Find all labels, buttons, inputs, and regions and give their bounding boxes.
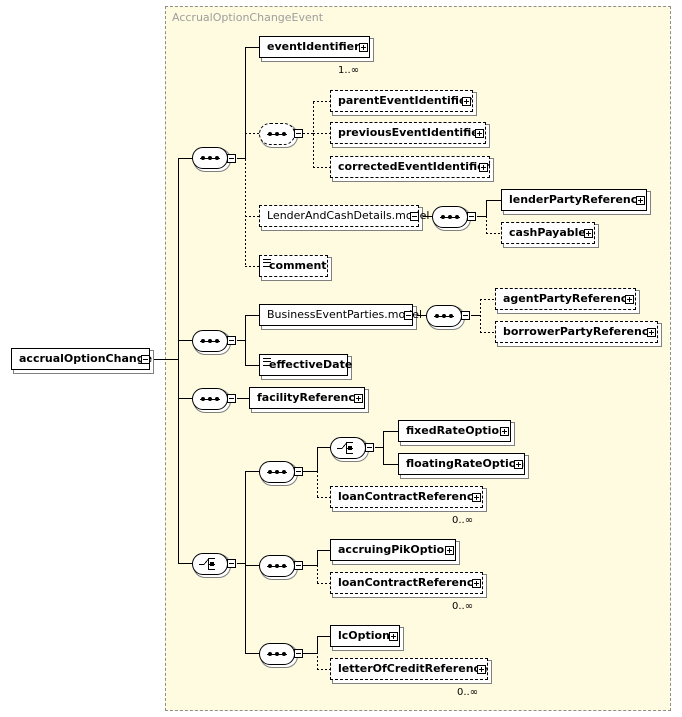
element-label: loanContractReference <box>338 576 481 589</box>
element-accruing-pik-option[interactable]: accruingPikOption <box>330 539 456 561</box>
cardinality-label: 1..∞ <box>338 65 360 76</box>
collapse-icon[interactable] <box>227 559 236 568</box>
element-borrower-party-reference[interactable]: borrowerPartyReference <box>495 321 658 343</box>
element-event-identifier[interactable]: eventIdentifier <box>259 36 373 61</box>
cardinality-label: 0..∞ <box>452 601 474 612</box>
element-label: LenderAndCashDetails.model <box>267 209 430 222</box>
element-label: eventIdentifier <box>267 40 360 53</box>
element-fixed-rate-option[interactable]: fixedRateOption <box>398 420 511 442</box>
expand-icon[interactable] <box>475 129 484 138</box>
collapse-icon[interactable] <box>410 212 419 221</box>
collapse-icon[interactable] <box>294 129 303 138</box>
element-effective-date[interactable]: effectiveDate <box>259 354 352 376</box>
collapse-icon[interactable] <box>227 336 236 345</box>
sequence-compositor-lender <box>432 206 468 228</box>
expand-icon[interactable] <box>647 328 656 337</box>
element-letter-of-credit-reference[interactable]: letterOfCreditReference <box>330 658 491 683</box>
element-loan-contract-reference[interactable]: loanContractReference <box>330 486 486 511</box>
element-label: facilityReference <box>257 391 363 404</box>
element-facility-reference[interactable]: facilityReference <box>249 387 365 409</box>
element-label: fixedRateOption <box>406 424 507 437</box>
collapse-icon[interactable] <box>294 649 303 658</box>
sequence-compositor-3 <box>192 388 228 410</box>
choice-icon <box>199 558 215 570</box>
element-label: previousEventIdentifier <box>338 126 485 139</box>
expand-icon[interactable] <box>500 427 509 436</box>
choice-compositor-rate <box>330 437 366 459</box>
element-agent-party-reference[interactable]: agentPartyReference <box>495 288 636 310</box>
element-label: letterOfCreditReference <box>338 662 488 675</box>
cardinality-label: 0..∞ <box>452 515 474 526</box>
expand-icon[interactable] <box>584 229 593 238</box>
element-label: borrowerPartyReference <box>503 325 656 338</box>
expand-icon[interactable] <box>479 163 488 172</box>
expand-icon[interactable] <box>636 196 645 205</box>
element-parent-event-identifier[interactable]: parentEventIdentifier <box>330 90 473 112</box>
simple-type-icon <box>263 358 271 366</box>
element-label: BusinessEventParties.model <box>267 308 423 321</box>
root-element-accrual-option-change[interactable]: accrualOptionChange <box>11 348 153 370</box>
element-lender-party-reference[interactable]: lenderPartyReference <box>501 189 647 211</box>
element-label: agentPartyReference <box>503 292 635 305</box>
collapse-icon[interactable] <box>294 467 303 476</box>
expand-icon[interactable] <box>354 394 363 403</box>
element-label: correctedEventIdentifier <box>338 160 491 173</box>
expand-icon[interactable] <box>462 97 471 106</box>
sequence-compositor-parties <box>426 305 462 327</box>
collapse-icon[interactable] <box>227 394 236 403</box>
element-label: accruingPikOption <box>338 543 452 556</box>
optional-sequence-compositor <box>259 123 295 145</box>
element-loan-contract-reference[interactable]: loanContractReference <box>330 572 486 597</box>
element-label: comment <box>269 259 327 272</box>
element-label: cashPayable <box>509 226 586 239</box>
element-label: parentEventIdentifier <box>338 94 472 107</box>
element-cash-payable[interactable]: cashPayable <box>501 222 595 244</box>
element-label: lenderPartyReference <box>509 193 645 206</box>
collapse-icon[interactable] <box>461 311 470 320</box>
element-previous-event-identifier[interactable]: previousEventIdentifier <box>330 122 486 144</box>
element-label: loanContractReference <box>338 490 481 503</box>
collapse-icon[interactable] <box>404 311 413 320</box>
expand-icon[interactable] <box>472 493 481 502</box>
sequence-compositor-choice-c <box>259 643 295 665</box>
expand-icon[interactable] <box>625 295 634 304</box>
expand-icon[interactable] <box>445 546 454 555</box>
expand-icon[interactable] <box>389 632 398 641</box>
collapse-icon[interactable] <box>294 561 303 570</box>
expand-icon[interactable] <box>472 579 481 588</box>
choice-compositor-main <box>192 553 228 575</box>
collapse-icon[interactable] <box>141 355 150 364</box>
root-label: accrualOptionChange <box>19 352 153 365</box>
element-lc-option[interactable]: lcOption <box>330 625 400 647</box>
choice-icon <box>337 442 353 454</box>
element-label: effectiveDate <box>269 358 353 371</box>
sequence-compositor-choice-a <box>259 461 295 483</box>
collapse-icon[interactable] <box>227 154 236 163</box>
element-floating-rate-option[interactable]: floatingRateOption <box>398 453 525 475</box>
expand-icon[interactable] <box>514 460 523 469</box>
group-title: AccrualOptionChangeEvent <box>172 11 324 24</box>
cardinality-label: 0..∞ <box>457 687 479 698</box>
element-label: lcOption <box>338 629 390 642</box>
collapse-icon[interactable] <box>365 443 374 452</box>
simple-type-icon <box>263 259 271 267</box>
element-comment[interactable]: comment <box>259 255 328 277</box>
group-lender-and-cash-details-model[interactable]: LenderAndCashDetails.model <box>259 205 429 227</box>
sequence-compositor-1 <box>192 147 228 169</box>
group-business-event-parties-model[interactable]: BusinessEventParties.model <box>259 304 422 326</box>
element-corrected-event-identifier[interactable]: correctedEventIdentifier <box>330 156 490 178</box>
expand-icon[interactable] <box>477 665 486 674</box>
sequence-compositor-choice-b <box>259 555 295 577</box>
expand-icon[interactable] <box>359 43 368 52</box>
element-label: floatingRateOption <box>406 457 525 470</box>
collapse-icon[interactable] <box>467 212 476 221</box>
sequence-compositor-2 <box>192 330 228 352</box>
